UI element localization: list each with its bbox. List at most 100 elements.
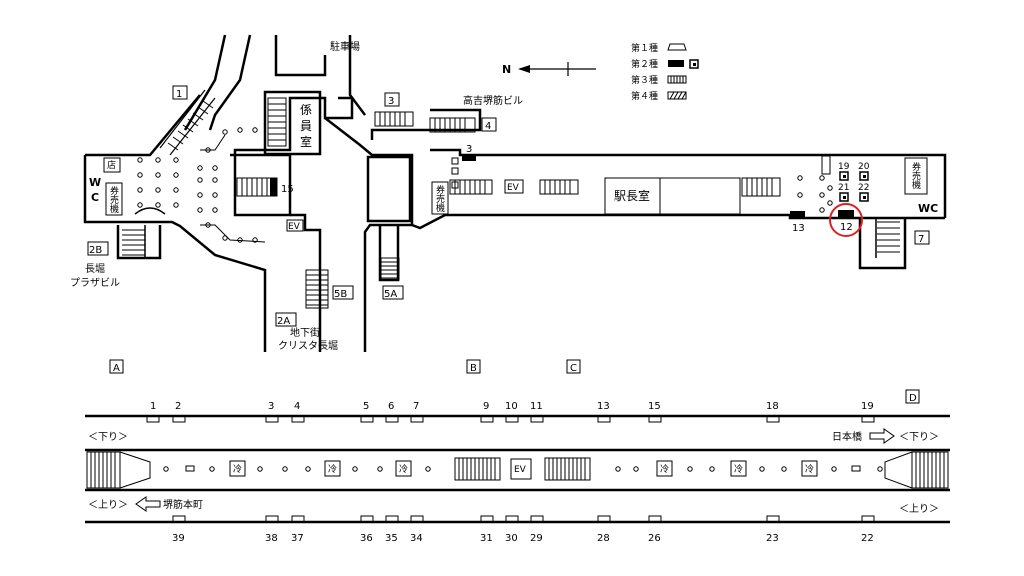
svg-text:23: 23 xyxy=(766,533,779,544)
wc-right-label: WC xyxy=(918,202,938,215)
down-right-label: ＜下り＞ xyxy=(899,431,939,443)
platform-ev-box xyxy=(510,458,532,480)
svg-text:29: 29 xyxy=(530,533,543,544)
svg-text:26: 26 xyxy=(648,533,661,544)
exit-labels: 1 2B 2A 3 4 5A 5B 7 xyxy=(87,85,930,327)
svg-text:冷: 冷 xyxy=(660,463,669,475)
svg-text:22: 22 xyxy=(861,533,874,544)
svg-text:機: 機 xyxy=(912,179,921,191)
arrow-right-icon xyxy=(869,428,895,444)
up-right-label: ＜上り＞ xyxy=(899,503,939,515)
nagahori-plaza-label-1: 長堀 xyxy=(85,263,105,275)
exit-7-stairs xyxy=(858,218,907,270)
svg-text:11: 11 xyxy=(530,401,543,412)
exit-4-stairs xyxy=(429,117,476,133)
legend-type3-symbol xyxy=(667,75,687,84)
svg-text:7: 7 xyxy=(918,234,924,245)
svg-text:員: 員 xyxy=(300,119,312,133)
svg-text:21: 21 xyxy=(838,183,849,193)
legend-type1-label: 第１種 xyxy=(631,42,658,54)
ticket-machine-left xyxy=(105,182,123,216)
svg-text:券: 券 xyxy=(436,184,445,196)
platform-diagram: A B C D EV 冷 冷 冷 xyxy=(85,359,950,544)
svg-text:6: 6 xyxy=(388,401,394,412)
shop-box xyxy=(103,157,121,173)
nagahori-plaza-label-2: プラザビル xyxy=(70,277,120,289)
svg-text:13: 13 xyxy=(792,223,805,234)
toilet-markers xyxy=(451,157,869,202)
concourse-stairs-1 xyxy=(449,179,493,195)
svg-text:2: 2 xyxy=(175,401,181,412)
svg-text:15: 15 xyxy=(281,184,294,195)
crysta-label-2: クリスタ長堀 xyxy=(278,340,338,352)
svg-text:7: 7 xyxy=(413,401,419,412)
concourse-map: 駅長室 EV EV 券 売 機 券 売 機 券 売 機 店 W C WC 係 員… xyxy=(70,34,947,352)
svg-text:3: 3 xyxy=(466,144,472,155)
top-door-numbers: 1 2 3 4 5 6 7 9 10 11 13 15 18 19 xyxy=(150,401,874,412)
ev-box-west xyxy=(286,219,304,232)
svg-text:13: 13 xyxy=(597,401,610,412)
svg-text:4: 4 xyxy=(294,401,300,412)
takayoshi-building-label: 高吉堺筋ビル xyxy=(463,94,523,107)
svg-text:22: 22 xyxy=(858,183,869,193)
svg-text:36: 36 xyxy=(360,533,373,544)
station-master-label: 駅長室 xyxy=(614,188,650,203)
gate-markers-left xyxy=(137,127,266,243)
door-markers-bottom xyxy=(172,515,875,523)
svg-text:冷: 冷 xyxy=(399,463,408,475)
arrow-left-icon xyxy=(135,496,161,512)
svg-text:9: 9 xyxy=(483,401,489,412)
parking-label: 駐車場 xyxy=(330,40,360,53)
svg-text:売: 売 xyxy=(912,170,921,182)
sakaisuji-honmachi-label: 堺筋本町 xyxy=(163,498,203,511)
door-markers-top xyxy=(146,415,875,423)
svg-text:34: 34 xyxy=(410,533,423,544)
svg-text:室: 室 xyxy=(300,134,312,149)
platform-ev-label: EV xyxy=(514,465,527,475)
north-label: N xyxy=(502,63,511,76)
exit-5b-stairs xyxy=(305,269,329,309)
svg-text:券: 券 xyxy=(912,161,921,173)
ticket-machine-mid xyxy=(431,181,449,215)
svg-text:12: 12 xyxy=(840,222,853,233)
svg-text:39: 39 xyxy=(172,533,185,544)
legend-type3-label: 第３種 xyxy=(631,74,658,86)
legend-type2-symbol-alt xyxy=(689,59,699,69)
pillars xyxy=(163,465,883,472)
gate-markers-right xyxy=(797,175,833,213)
up-left-label: ＜上り＞ xyxy=(88,499,128,511)
north-arrow: N xyxy=(502,62,596,76)
shop-label: 店 xyxy=(107,159,116,171)
svg-text:2B: 2B xyxy=(89,245,102,256)
central-block xyxy=(233,153,292,217)
svg-text:冷: 冷 xyxy=(805,463,814,475)
svg-text:売: 売 xyxy=(436,193,445,205)
marker-12 xyxy=(838,210,854,217)
section-c: C xyxy=(570,363,577,374)
marker-13 xyxy=(790,211,805,217)
crysta-label-1: 地下街 xyxy=(290,326,320,339)
staff-stairs xyxy=(267,97,287,147)
legend-type4-label: 第４種 xyxy=(631,90,658,102)
svg-text:機: 機 xyxy=(110,203,119,215)
exit-2b-stairs xyxy=(116,207,166,260)
ev-label-west: EV xyxy=(288,222,301,232)
svg-text:20: 20 xyxy=(858,162,870,172)
concourse-stairs-3 xyxy=(741,177,781,197)
section-b: B xyxy=(470,363,477,374)
svg-text:2A: 2A xyxy=(277,316,290,327)
exit-5a-stairs xyxy=(380,257,400,281)
svg-text:31: 31 xyxy=(480,533,493,544)
svg-text:19: 19 xyxy=(861,401,874,412)
svg-text:係: 係 xyxy=(300,103,312,117)
svg-text:冷: 冷 xyxy=(328,463,337,475)
svg-text:券: 券 xyxy=(110,185,119,197)
legend-type4-symbol xyxy=(667,91,687,100)
exit-1-stairs xyxy=(159,89,216,156)
cooling-boxes: 冷 冷 冷 冷 冷 冷 xyxy=(229,460,818,477)
legend-type2-label: 第２種 xyxy=(631,58,658,70)
highlight-circle xyxy=(829,203,863,237)
section-d: D xyxy=(909,393,917,404)
ev-label-concourse: EV xyxy=(507,183,520,193)
